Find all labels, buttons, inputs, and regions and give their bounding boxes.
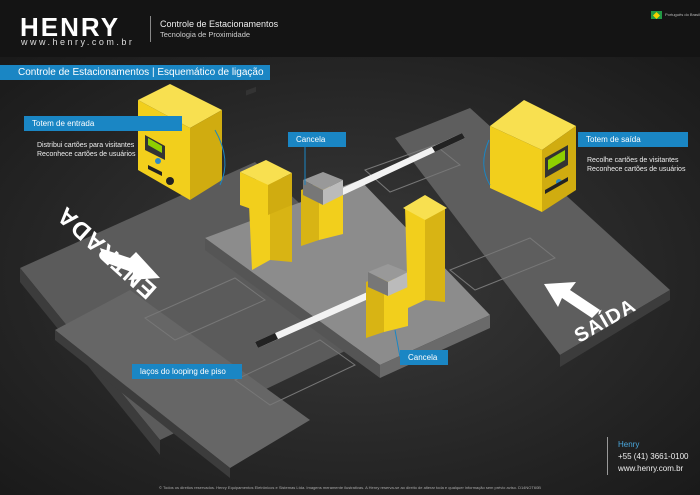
label-cancela-bottom: Cancela bbox=[400, 350, 448, 365]
brazil-flag-icon[interactable] bbox=[651, 11, 662, 19]
totem-entrada-island bbox=[240, 86, 292, 270]
header-subtitle: Tecnologia de Proximidade bbox=[160, 30, 251, 39]
header-bar: HENRY www.henry.com.br Controle de Estac… bbox=[0, 0, 700, 57]
label-cancela-top: Cancela bbox=[288, 132, 346, 147]
label-totem-entrada: Totem de entrada bbox=[24, 116, 182, 131]
note-saida-1: Recolhe cartões de visitantes bbox=[587, 157, 679, 164]
header-divider bbox=[150, 16, 151, 42]
note-entrada-2: Reconhece cartões de usuários bbox=[37, 151, 136, 158]
header-website: www.henry.com.br bbox=[21, 37, 135, 47]
floor-loops bbox=[144, 144, 556, 406]
entrada-arrow bbox=[100, 248, 160, 280]
note-entrada-1: Distribui cartões para visitantes bbox=[37, 142, 135, 149]
legal-notice: © Todos os direitos reservados. Henry Eq… bbox=[159, 485, 541, 490]
language-label[interactable]: Português do Brasil bbox=[665, 12, 700, 17]
saida-arrow bbox=[544, 282, 600, 318]
note-saida-2: Reconhece cartões de usuários bbox=[587, 166, 686, 173]
label-looping: laços do looping de piso bbox=[132, 364, 242, 379]
footer-brand: Henry bbox=[618, 440, 640, 449]
label-totem-saida: Totem de saída bbox=[578, 132, 688, 147]
footer-phone: +55 (41) 3661-0100 bbox=[618, 452, 689, 461]
callout-lines bbox=[214, 129, 491, 358]
totem-saida-zoom bbox=[490, 100, 576, 212]
lower-lane bbox=[55, 290, 310, 478]
cancela-top bbox=[301, 172, 343, 246]
totem-saida-island bbox=[403, 195, 447, 308]
barrier-arm-top bbox=[338, 133, 465, 196]
footer-divider bbox=[607, 437, 608, 475]
exit-lane bbox=[395, 108, 670, 367]
henry-logo[interactable]: HENRY bbox=[20, 12, 121, 42]
barrier-arm-bottom bbox=[255, 290, 375, 348]
header-title: Controle de Estacionamentos bbox=[160, 19, 279, 29]
diagram-title: Controle de Estacionamentos | Esquemátic… bbox=[0, 65, 270, 80]
cancela-bottom bbox=[366, 264, 408, 338]
footer-website[interactable]: www.henry.com.br bbox=[618, 464, 684, 473]
